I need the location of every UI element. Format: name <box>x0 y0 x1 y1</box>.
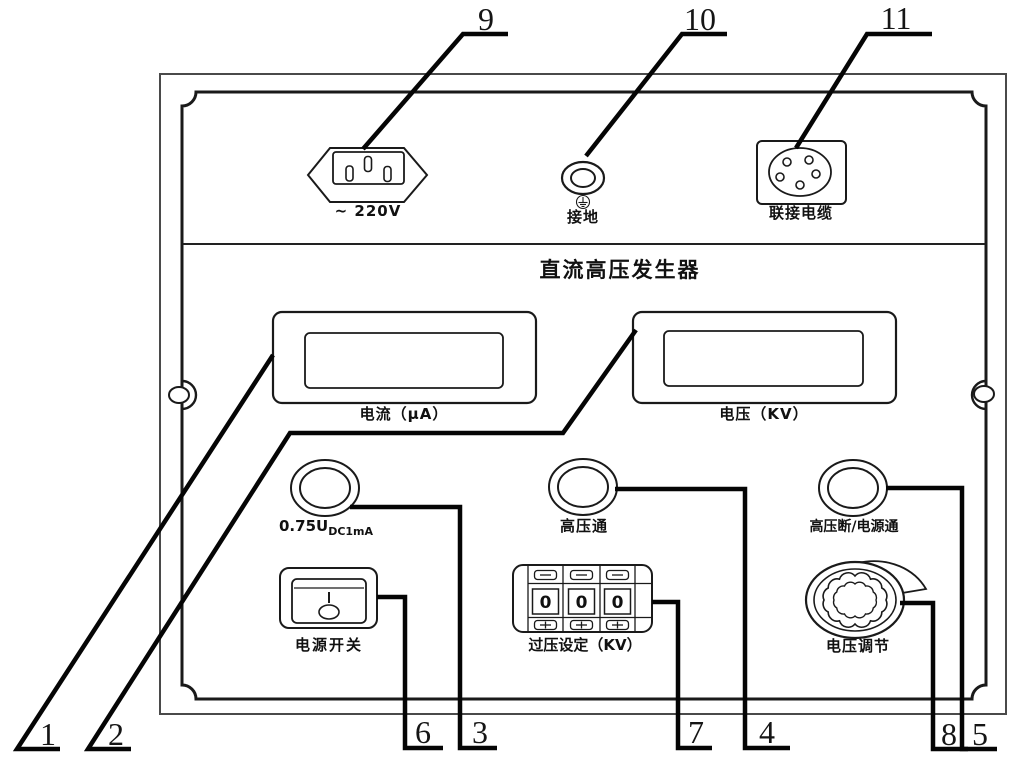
callout-line-3 <box>350 504 497 751</box>
callout-line-9 <box>361 31 508 151</box>
callout-line-1 <box>12 353 275 752</box>
overvoltage-setting: 0 0 0 过压设定（KV） <box>512 564 653 654</box>
lamp-hv-on-label: 高压通 <box>560 517 608 535</box>
voltage-knob: 电压调节 <box>804 560 928 655</box>
callout-number-8: 8 <box>941 716 957 752</box>
power-socket-label: ~ 220V <box>335 202 402 220</box>
socket-pin-right <box>383 165 392 183</box>
digit-column-2: 0 <box>567 569 596 631</box>
socket-pin-left <box>345 165 354 182</box>
mounting-ear-right <box>970 379 987 411</box>
ground-terminal-label: 接地 <box>567 208 599 226</box>
cable-connector: 联接电缆 <box>756 140 847 222</box>
digit-column-3: 0 <box>603 569 632 631</box>
lamp-075u-inner <box>299 467 351 509</box>
knob-mid-ring <box>813 568 897 632</box>
connector-pin <box>795 180 805 190</box>
digit-value: 0 <box>576 593 588 613</box>
knob-knurl-outer <box>822 572 888 628</box>
digit-column-1: 0 <box>531 569 560 631</box>
cable-connector-label: 联接电缆 <box>769 204 833 222</box>
overvoltage-setting-label: 过压设定（KV） <box>528 636 641 654</box>
power-switch-label: 电源开关 <box>295 636 363 654</box>
power-switch: 电源开关 <box>279 567 378 654</box>
digit-value: 0 <box>540 593 552 613</box>
callout-number-6: 6 <box>415 714 431 750</box>
lamp-hv-off-label: 高压断/电源通 <box>809 518 898 535</box>
callout-line-7 <box>652 599 712 751</box>
callout-number-11: 11 <box>881 0 912 36</box>
lamp-hv-off: 高压断/电源通 <box>809 459 899 535</box>
callout-number-10: 10 <box>684 1 716 37</box>
knob-outer-ring <box>804 560 906 640</box>
callout-line-5 <box>886 485 997 752</box>
callout-line-10 <box>584 31 727 158</box>
callout-number-2: 2 <box>108 716 124 752</box>
connector-pin <box>811 169 821 179</box>
screw-hole-left <box>168 386 190 404</box>
ground-terminal-inner-ring <box>570 168 596 188</box>
lamp-075u: 0.75UDC1mA <box>279 459 374 538</box>
callout-line-6 <box>377 594 443 751</box>
power-socket: ~ 220V <box>306 147 429 220</box>
voltage-knob-label: 电压调节 <box>826 637 890 655</box>
overvoltage-grid-lines <box>527 565 651 632</box>
lamp-hv-on-inner <box>557 466 609 508</box>
lamp-075u-label: 0.75UDC1mA <box>279 517 374 538</box>
callout-number-5: 5 <box>972 716 988 752</box>
digit-value-box <box>531 588 560 615</box>
digit-value: 0 <box>612 593 624 613</box>
connector-pin <box>782 157 792 167</box>
socket-pin-middle <box>363 155 373 173</box>
voltage-meter: 电压（KV） <box>631 310 898 423</box>
callout-number-4: 4 <box>759 714 775 750</box>
callout-number-3: 3 <box>472 714 488 750</box>
mounting-ear-left <box>181 379 198 411</box>
connector-pin <box>775 172 785 182</box>
callout-line-11 <box>794 31 932 150</box>
callout-number-9: 9 <box>478 1 494 37</box>
screw-hole-right <box>973 385 995 403</box>
voltage-meter-label: 电压（KV） <box>719 405 808 423</box>
knob-knurl-inner <box>832 581 878 619</box>
current-meter: 电流（μA） <box>271 310 538 423</box>
callout-line-2 <box>83 328 638 752</box>
callout-number-7: 7 <box>688 714 704 750</box>
current-meter-label: 电流（μA） <box>360 405 449 423</box>
cable-connector-face <box>768 147 832 197</box>
callout-line-4 <box>615 486 790 751</box>
connector-pins <box>775 155 821 190</box>
digit-value-box <box>603 588 632 615</box>
connector-pin <box>804 155 814 165</box>
rocker-off-mark <box>318 604 340 620</box>
lamp-hv-on: 高压通 <box>548 458 618 535</box>
ground-terminal: 接地 <box>560 160 606 226</box>
digit-value-box <box>567 588 596 615</box>
lamp-hv-off-inner <box>827 467 879 509</box>
current-meter-window <box>304 332 504 389</box>
callout-number-1: 1 <box>40 716 56 752</box>
callout-line-8 <box>900 600 968 752</box>
voltage-meter-window <box>663 330 864 387</box>
diagram-title: 直流高压发生器 <box>540 258 701 282</box>
ground-symbol-icon <box>575 194 591 210</box>
panel-inner-border <box>180 90 988 701</box>
